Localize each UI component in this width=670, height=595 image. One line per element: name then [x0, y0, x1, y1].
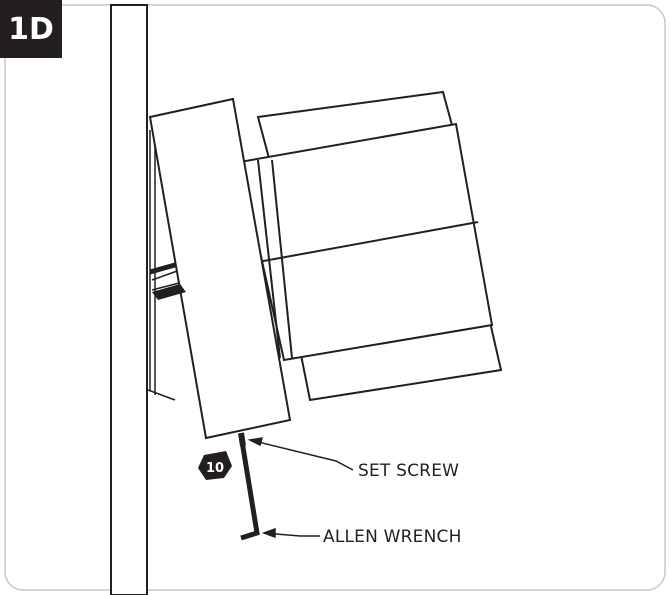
enclosure-body [238, 122, 494, 362]
allen-wrench [238, 434, 260, 541]
wall-bracket [147, 130, 184, 401]
wall-post [110, 4, 148, 595]
set-screw-label: SET SCREW [358, 461, 460, 481]
figure-frame [4, 4, 666, 591]
part-number-badge: 10 [198, 451, 232, 480]
allen-wrench-label: ALLEN WRENCH [323, 527, 462, 547]
mounting-plate [148, 97, 292, 440]
part-number-text: 10 [206, 461, 224, 476]
callout-leaders [247, 437, 354, 539]
step-label: 1D [0, 0, 62, 58]
